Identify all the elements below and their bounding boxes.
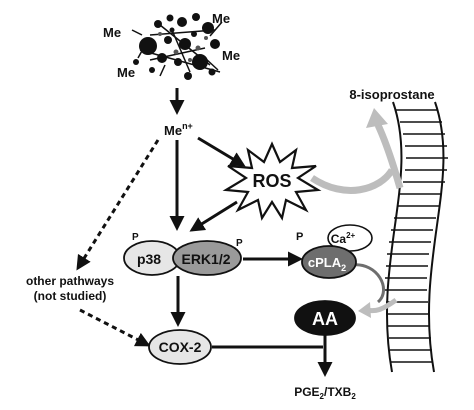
products-label: PGE2/TXB2 [294,385,356,401]
me-label-right: Me [222,48,240,63]
erk-node: ERK1/2 [172,240,242,276]
curve-arrow-ros-to-membrane [310,167,395,194]
cpla2-phospho-label: P [296,231,303,243]
cpla2-label: cPLA2 [308,255,346,273]
cpla2-node: cPLA2 [301,245,357,279]
erk-label: ERK1/2 [181,251,230,267]
arrow-ion-to-ros [197,136,246,167]
p38-phospho-label: P [132,232,139,243]
cell-membrane-ladder [385,101,448,373]
other-pathways-label: other pathways [26,274,114,288]
not-studied-label: (not studied) [34,289,107,303]
dotted-arrow-ion-to-other [76,139,160,271]
me-label-top-left: Me [103,25,121,40]
calcium-node: Ca2+ [327,224,373,252]
ros-label: ROS [252,171,291,191]
arrow-ros-to-erk [189,200,238,232]
erk-phospho-label: P [236,238,243,249]
p38-node: p38 [123,240,181,276]
metal-particle-cluster: Me Me Me Me [103,11,240,80]
aa-node: AA [294,300,356,336]
curve-arrow-cpla2-to-aa [351,263,385,304]
cox2-node: COX-2 [148,329,212,365]
me-label-bottom-left: Me [117,65,135,80]
calcium-label: Ca2+ [331,231,356,246]
ros-burst: ROS [222,141,322,221]
metal-ion-label: Men+ [164,121,193,138]
p38-label: p38 [137,251,161,267]
me-label-top-right: Me [212,11,230,26]
curve-arrow-membrane-to-isoprostane [366,108,404,189]
isoprostane-label: 8-isoprostane [349,87,434,102]
dotted-arrow-other-to-cox2 [79,308,151,347]
aa-label: AA [312,309,338,329]
cox2-label: COX-2 [159,339,202,355]
curve-arrow-membrane-to-aa [358,297,398,318]
